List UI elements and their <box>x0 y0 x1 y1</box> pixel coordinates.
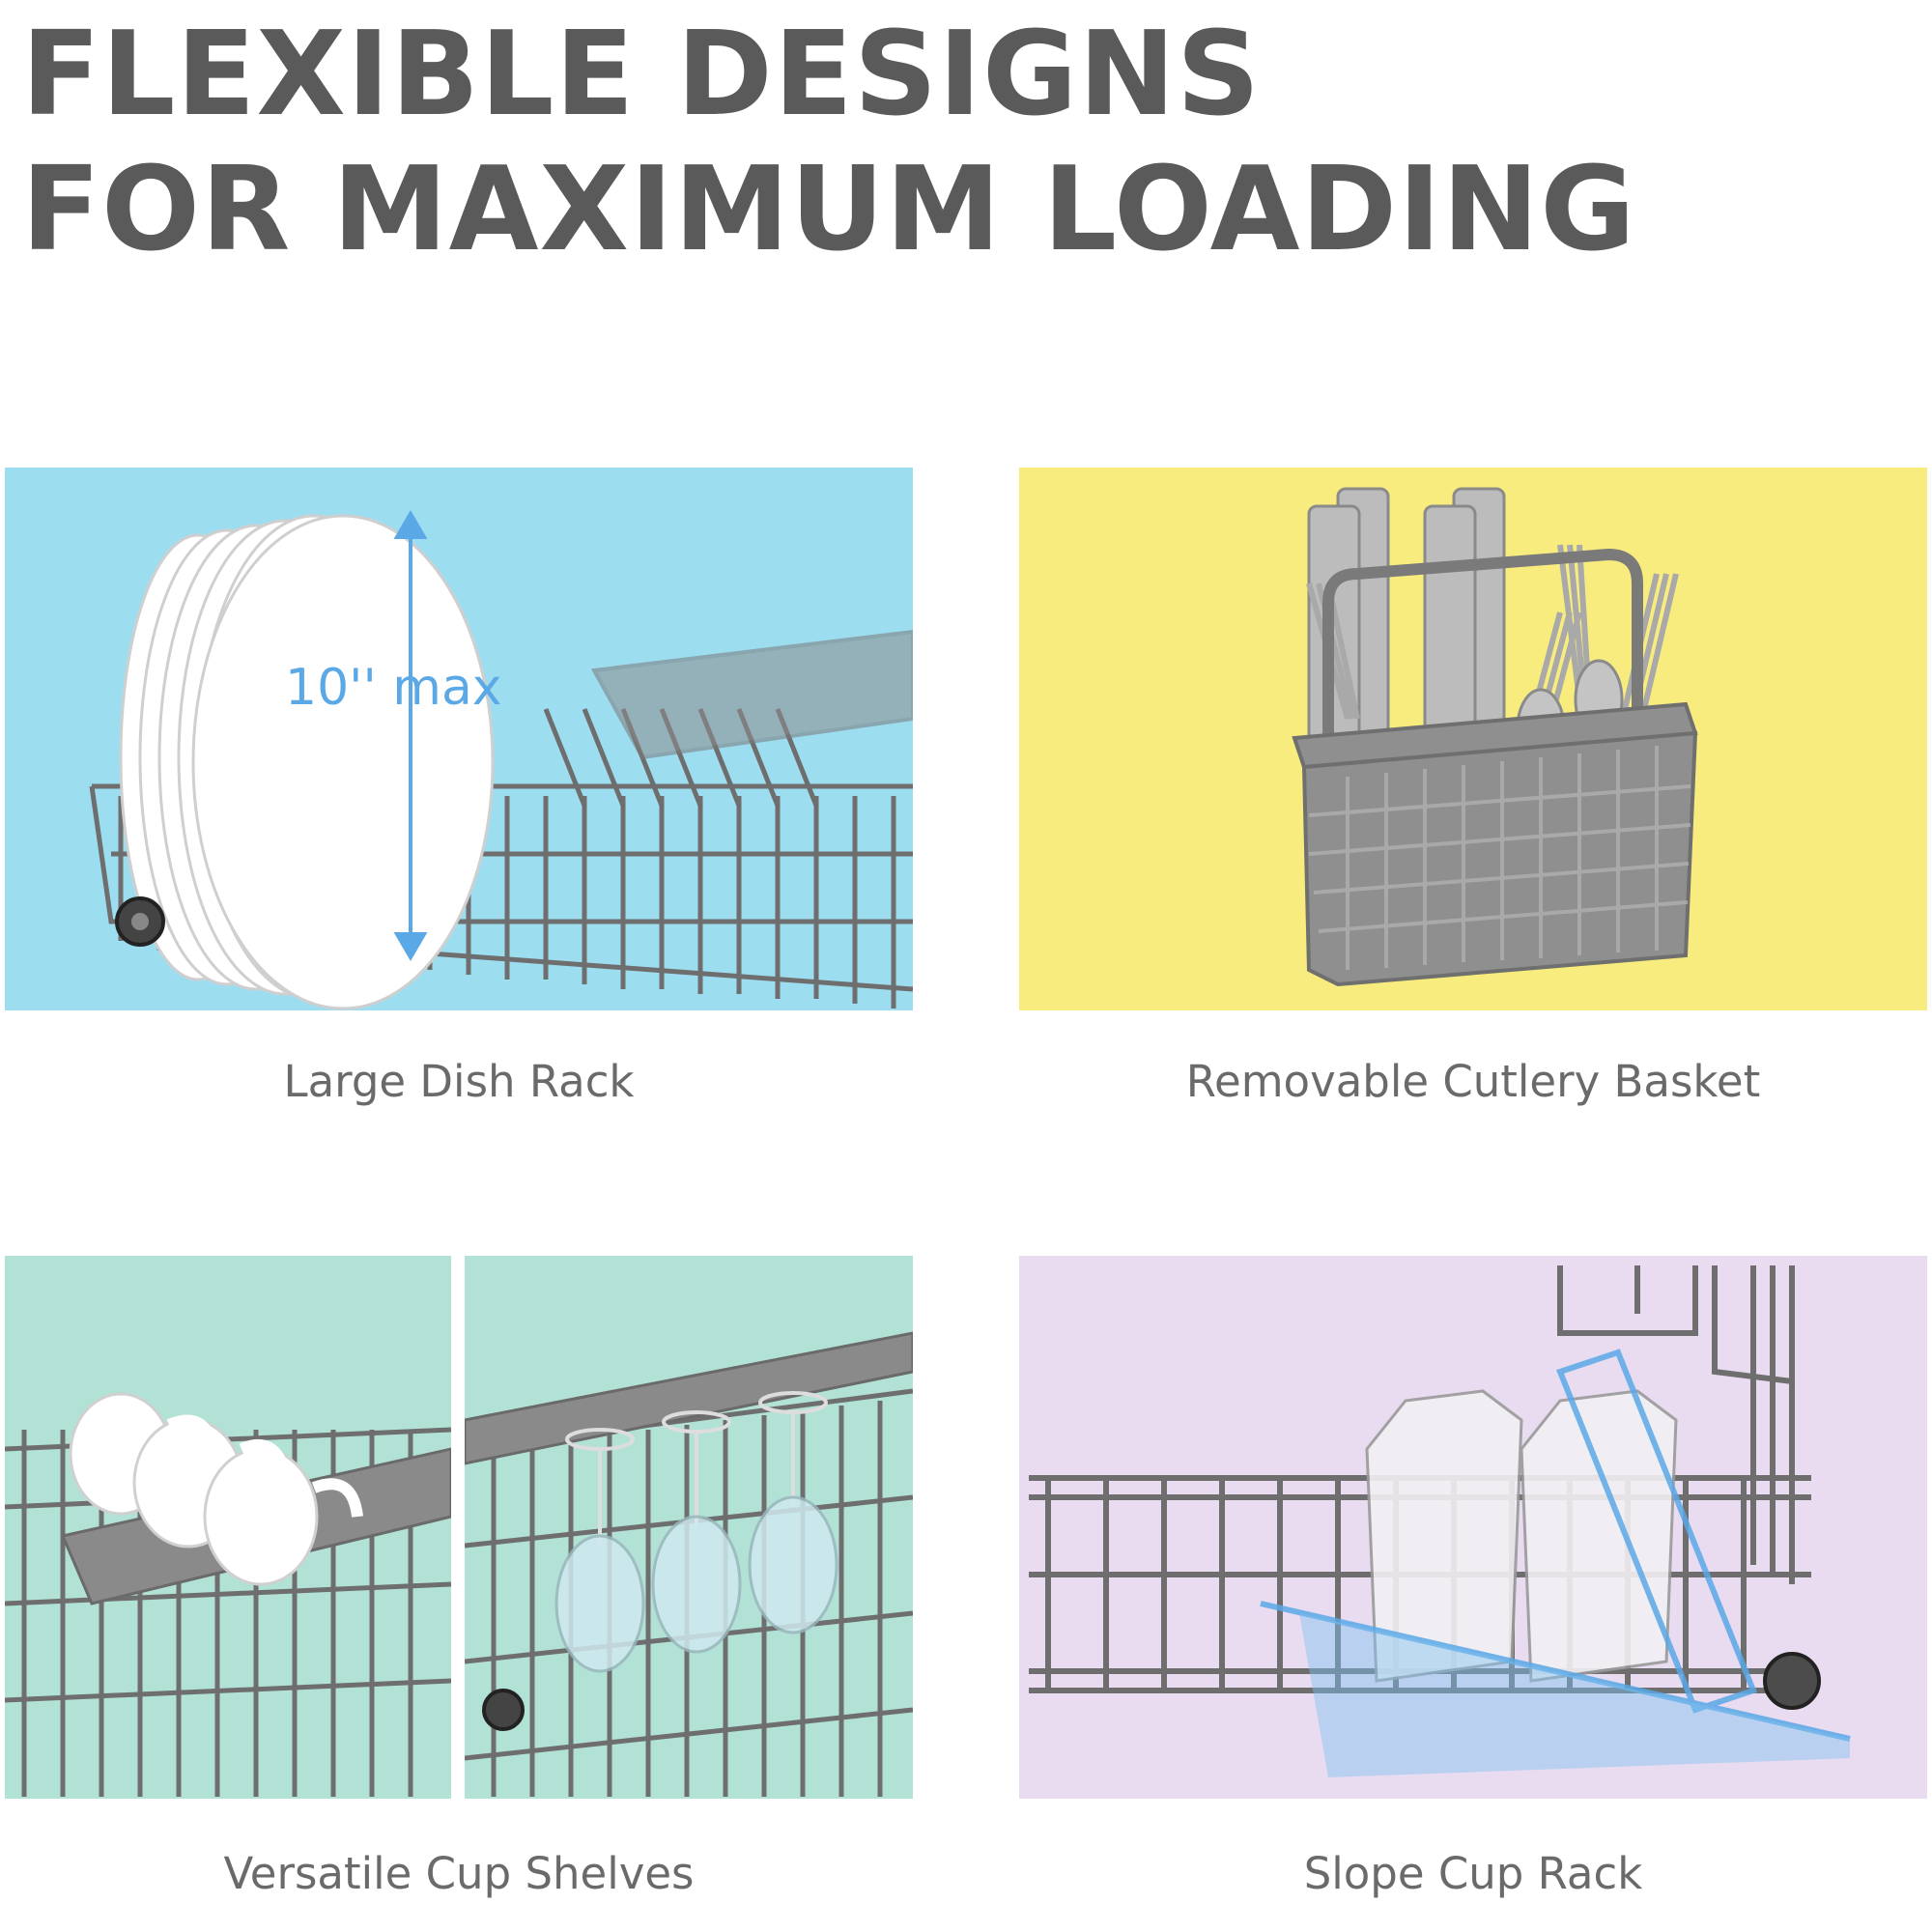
caption-removable-cutlery-basket: Removable Cutlery Basket <box>1185 1056 1761 1107</box>
headline-line-1: FLEXIBLE DESIGNS <box>21 8 1262 142</box>
headline-line-2: FOR MAXIMUM LOADING <box>21 143 1636 277</box>
dish-rack-illustration: 10'' max <box>89 510 913 1010</box>
caption-large-dish-rack: Large Dish Rack <box>283 1056 635 1107</box>
caption-versatile-cup-shelves: Versatile Cup Shelves <box>223 1848 695 1899</box>
cup-shelves-right-illustration <box>465 1331 913 1797</box>
cutlery-basket-image <box>1019 468 1927 1010</box>
max-height-annotation: 10'' max <box>285 659 502 717</box>
cup-shelves-image-right <box>465 1256 913 1799</box>
dish-rack-image: 10'' max <box>5 468 913 1010</box>
slope-cup-rack-illustration <box>1029 1265 1851 1777</box>
cutlery-basket-illustration <box>1292 487 1698 987</box>
caption-slope-cup-rack: Slope Cup Rack <box>1303 1848 1643 1899</box>
headline: FLEXIBLE DESIGNS FOR MAXIMUM LOADING <box>21 8 1636 278</box>
slope-cup-rack-image <box>1019 1256 1927 1799</box>
cup-shelves-image-left <box>5 1256 451 1799</box>
cup-shelves-left-illustration <box>5 1392 451 1797</box>
